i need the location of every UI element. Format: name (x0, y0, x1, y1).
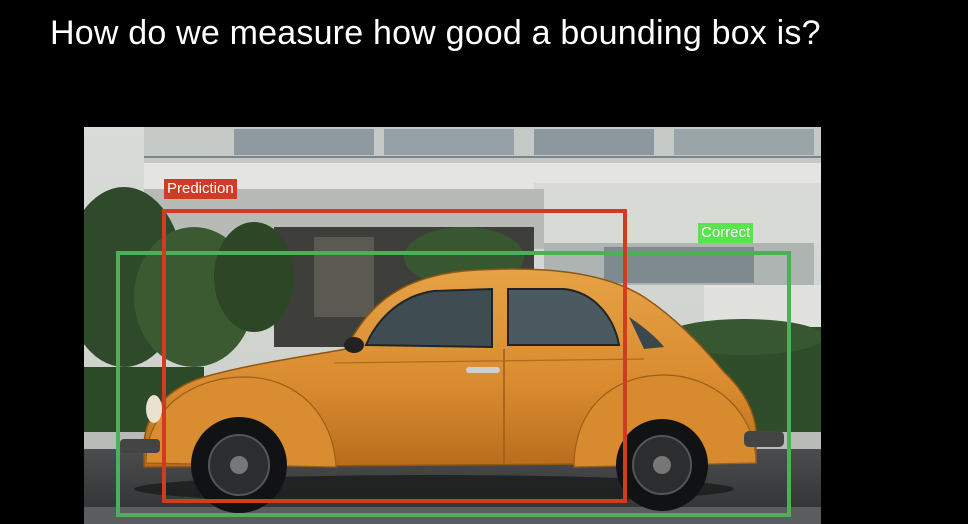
prediction-label: Prediction (164, 179, 237, 199)
correct-bounding-box (116, 251, 791, 517)
car-photo-illustration (84, 127, 821, 524)
prediction-bounding-box (162, 209, 627, 503)
correct-label: Correct (698, 223, 754, 243)
car-photo: Prediction Correct (84, 127, 821, 524)
slide-title: How do we measure how good a bounding bo… (50, 14, 821, 52)
